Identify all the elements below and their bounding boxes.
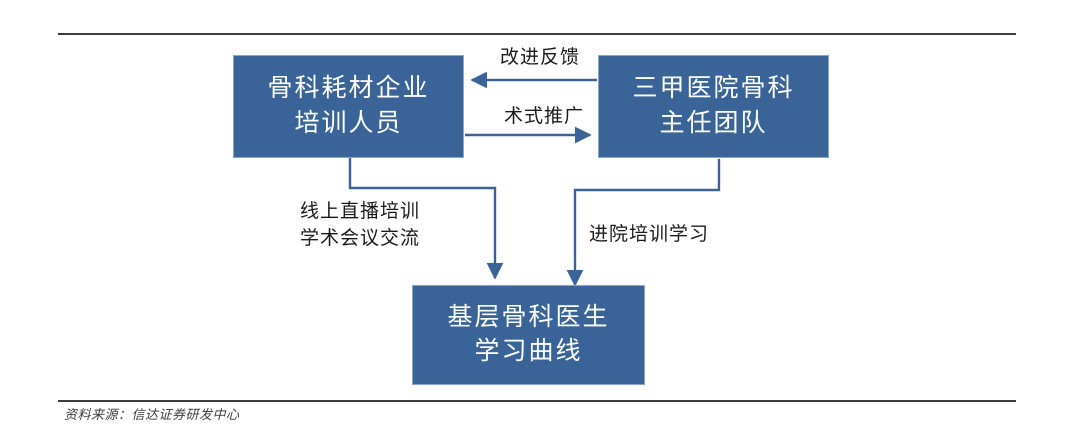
node-hospital[interactable]: 三甲医院骨科 主任团队 [598, 55, 829, 158]
node-hospital-line-2: 主任团队 [659, 109, 768, 137]
frame-rule-top [58, 33, 1016, 35]
node-grassroots-line-1: 基层骨科医生 [447, 303, 610, 331]
edge-label-inhouse-line-1: 进院培训学习 [589, 224, 710, 245]
node-vendor-line-1: 骨科耗材企业 [267, 75, 430, 102]
edge-label-inhouse: 进院培训学习 [589, 222, 749, 249]
node-grassroots-line-2: 学习曲线 [474, 338, 583, 365]
source-note: 资料来源：信达证券研发中心 [64, 407, 240, 422]
edge-label-online: 线上直播培训 学术会议交流 [300, 199, 480, 253]
node-vendor[interactable]: 骨科耗材企业 培训人员 [233, 55, 464, 158]
node-vendor-line-2: 培训人员 [294, 109, 403, 137]
edge-label-feedback: 改进反馈 [499, 47, 580, 68]
node-hospital-line-1: 三甲医院骨科 [632, 75, 795, 102]
node-grassroots[interactable]: 基层骨科医生 学习曲线 [412, 285, 645, 385]
edge-label-online-line-1: 线上直播培训 [300, 201, 421, 222]
edge-label-online-line-2: 学术会议交流 [300, 227, 421, 249]
frame-rule-bottom [58, 400, 1016, 402]
edge-label-promote: 术式推广 [503, 106, 584, 127]
